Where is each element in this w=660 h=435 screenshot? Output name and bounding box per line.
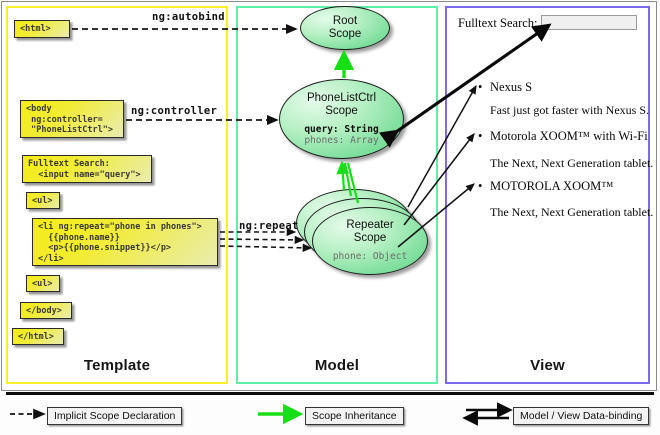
view-item-name-1: • Motorola XOOM™ with Wi-Fi [478,129,648,144]
scope-phonelistctrl-props: query: String phones: Array [304,124,378,147]
column-label-template: Template [83,357,151,374]
code-box-fulltext-search: Fulltext Search: <input name="query"> [22,155,152,183]
scope-phonelistctrl-title-1: PhoneListCtrl [306,91,377,104]
code-box-body-close: </body> [20,302,72,319]
view-item-snippet-1: The Next, Next Generation tablet. [490,156,654,170]
connector-label-ng-controller: ng:controller [131,105,218,117]
code-box-ul-open: <ul> [26,192,60,209]
legend-item-model-view-data-binding: Model / View Data-binding [513,407,650,425]
legend-item-implicit-scope-declaration: Implicit Scope Declaration [47,407,183,425]
scope-root-title-1: Root [332,15,358,27]
scope-prop-query: query: String [304,123,379,135]
code-box-html-open: <html> [14,20,70,38]
scope-phonelistctrl: PhoneListCtrl Scope query: String phones… [279,79,404,159]
scope-prop-phone: phone: Object [332,251,408,263]
column-label-view: View [530,357,565,374]
code-box-body-controller: <body ng:controller= "PhoneListCtrl"> [20,100,124,138]
column-label-model: Model [314,357,360,374]
code-box-ul-close: <ul> [26,275,60,292]
scope-root: Root Scope [300,6,390,50]
scope-root-title-2: Scope [328,28,362,40]
view-item-name-0: • Nexus S [478,80,532,95]
view-item-title-2: MOTOROLA XOOM™ [490,179,614,193]
code-box-html-close: </html> [12,328,64,345]
search-input[interactable] [541,15,637,30]
scope-repeater-title-1: Repeater [346,219,394,232]
bullet-icon-1: • [478,129,483,143]
bullet-icon-2: • [478,179,483,193]
legend-arrow-databinding [462,402,513,426]
connector-label-ng-repeat: ng:repeat [239,220,299,232]
scope-phonelistctrl-title-2: Scope [325,104,358,117]
connector-label-ng-autobind: ng:autobind [152,11,225,23]
scope-repeater: Repeater Scope phone: Object [312,207,428,275]
scope-repeater-props: phone: Object [333,251,407,263]
scope-repeater-title-2: Scope [353,232,387,245]
view-search-label: Fulltext Search: [458,16,538,30]
code-box-li-repeat: <li ng:repeat="phone in phones"> {{phone… [32,218,218,266]
legend-divider [6,392,654,395]
view-item-title-0: Nexus S [490,80,533,94]
view-item-title-1: Motorola XOOM™ with Wi-Fi [490,129,648,143]
view-item-snippet-0: Fast just got faster with Nexus S. [490,103,649,117]
view-item-snippet-2: The Next, Next Generation tablet. [490,205,654,219]
bullet-icon-0: • [478,80,483,94]
column-view: View [445,6,650,384]
legend-item-scope-inheritance: Scope Inheritance [305,407,404,425]
view-item-name-2: • MOTOROLA XOOM™ [478,179,614,194]
scope-prop-phones: phones: Array [304,135,379,146]
